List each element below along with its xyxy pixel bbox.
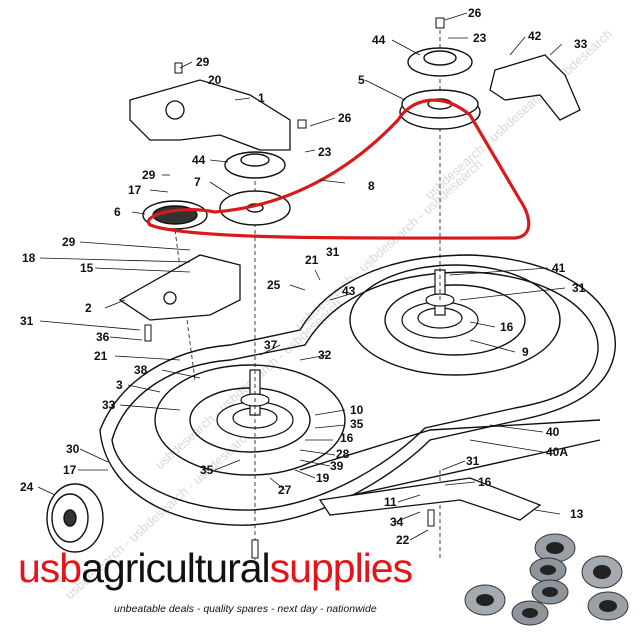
label-part-25: 25 xyxy=(267,278,281,292)
label-part-11: 11 xyxy=(384,495,397,509)
label-part-13: 13 xyxy=(570,507,584,521)
bearing-4 xyxy=(581,555,623,589)
label-part-16-left-spindle: 16 xyxy=(340,431,354,445)
label-part-36: 36 xyxy=(96,330,110,344)
label-part-3: 3 xyxy=(116,378,123,392)
label-part-39: 39 xyxy=(330,459,344,473)
belt-guard-bracket xyxy=(489,54,581,121)
label-part-28: 28 xyxy=(336,447,350,461)
label-part-16-blade: 16 xyxy=(478,475,492,489)
label-part-40a: 40A xyxy=(546,445,568,459)
brand-agricultural: agricultural xyxy=(81,545,271,591)
label-part-31-center: 31 xyxy=(326,245,340,259)
label-part-35-left: 35 xyxy=(200,463,214,477)
label-part-37: 37 xyxy=(264,338,278,352)
leader-lines xyxy=(37,12,566,541)
label-part-23-top: 23 xyxy=(473,31,487,45)
label-part-31-blade: 31 xyxy=(466,454,480,468)
label-part-24: 24 xyxy=(20,480,34,494)
mower-deck-shell xyxy=(99,254,616,526)
label-part-31-right: 31 xyxy=(572,281,586,295)
label-part-19: 19 xyxy=(316,471,330,485)
label-part-15: 15 xyxy=(80,261,94,275)
bearing-1 xyxy=(534,533,576,563)
spindle-assembly-right xyxy=(401,269,479,339)
hardware-bolts xyxy=(144,17,445,559)
bearing-2 xyxy=(529,557,567,583)
pulley-idler-upper xyxy=(224,151,286,179)
label-part-29-lower: 29 xyxy=(62,235,76,249)
label-part-41: 41 xyxy=(552,261,566,275)
bearing-3 xyxy=(531,579,569,605)
label-part-2: 2 xyxy=(85,301,92,315)
label-part-17-wheel: 17 xyxy=(63,463,77,477)
part-number-labels: 1 2 3 5 6 7 8 9 10 11 13 15 16 16 16 17 … xyxy=(20,6,588,547)
label-part-38: 38 xyxy=(134,363,148,377)
label-part-33-top: 33 xyxy=(574,37,588,51)
bearing-7 xyxy=(511,600,549,626)
brand-supplies: supplies xyxy=(269,545,413,591)
label-part-20: 20 xyxy=(208,73,222,87)
label-part-31-left: 31 xyxy=(20,314,34,328)
label-part-5: 5 xyxy=(358,73,365,87)
label-part-8: 8 xyxy=(368,179,375,193)
label-part-16-right-spindle: 16 xyxy=(500,320,514,334)
label-part-6: 6 xyxy=(114,205,121,219)
drive-belt xyxy=(146,98,531,240)
pulley-top-right xyxy=(407,47,473,77)
label-part-29-middle: 29 xyxy=(142,168,156,182)
bearings-graphic xyxy=(464,533,629,626)
label-part-10: 10 xyxy=(350,403,364,417)
label-part-23-middle: 23 xyxy=(318,145,332,159)
label-part-32: 32 xyxy=(318,348,332,362)
label-part-26-top: 26 xyxy=(468,6,482,20)
gauge-wheel xyxy=(46,483,104,553)
label-part-17-top: 17 xyxy=(128,183,142,197)
pulley-idler-lower xyxy=(219,190,291,226)
label-part-29-top: 29 xyxy=(196,55,210,69)
label-part-26-middle: 26 xyxy=(338,111,352,125)
brand-tagline: unbeatable deals - quality spares - next… xyxy=(114,603,377,615)
label-part-43: 43 xyxy=(342,284,356,298)
label-part-18: 18 xyxy=(22,251,36,265)
label-part-9: 9 xyxy=(522,345,529,359)
label-part-44-top: 44 xyxy=(372,33,386,47)
label-part-7: 7 xyxy=(194,175,201,189)
label-part-44-middle: 44 xyxy=(192,153,206,167)
label-part-21-left: 21 xyxy=(94,349,108,363)
label-part-1: 1 xyxy=(258,91,265,105)
label-part-35-right: 35 xyxy=(350,417,364,431)
label-part-34: 34 xyxy=(390,515,404,529)
watermark-text-2: usbdesearch - usbdesearch - usbdesearch xyxy=(152,296,345,472)
label-part-22: 22 xyxy=(396,533,410,547)
brand-usb: usb xyxy=(18,545,82,591)
label-part-33-left: 33 xyxy=(102,398,116,412)
bearing-6 xyxy=(464,584,506,616)
idler-arm-bracket xyxy=(118,254,241,321)
bearing-5 xyxy=(587,591,629,621)
mower-blade xyxy=(318,477,542,521)
label-part-27: 27 xyxy=(278,483,292,497)
brand-logo-text: usbagriculturalsupplies xyxy=(18,545,413,591)
idler-bracket xyxy=(129,79,291,151)
label-part-40: 40 xyxy=(546,425,560,439)
label-part-42: 42 xyxy=(528,29,542,43)
pulley-center-main xyxy=(399,89,481,130)
label-part-30: 30 xyxy=(66,442,80,456)
label-part-21-center: 21 xyxy=(305,253,319,267)
